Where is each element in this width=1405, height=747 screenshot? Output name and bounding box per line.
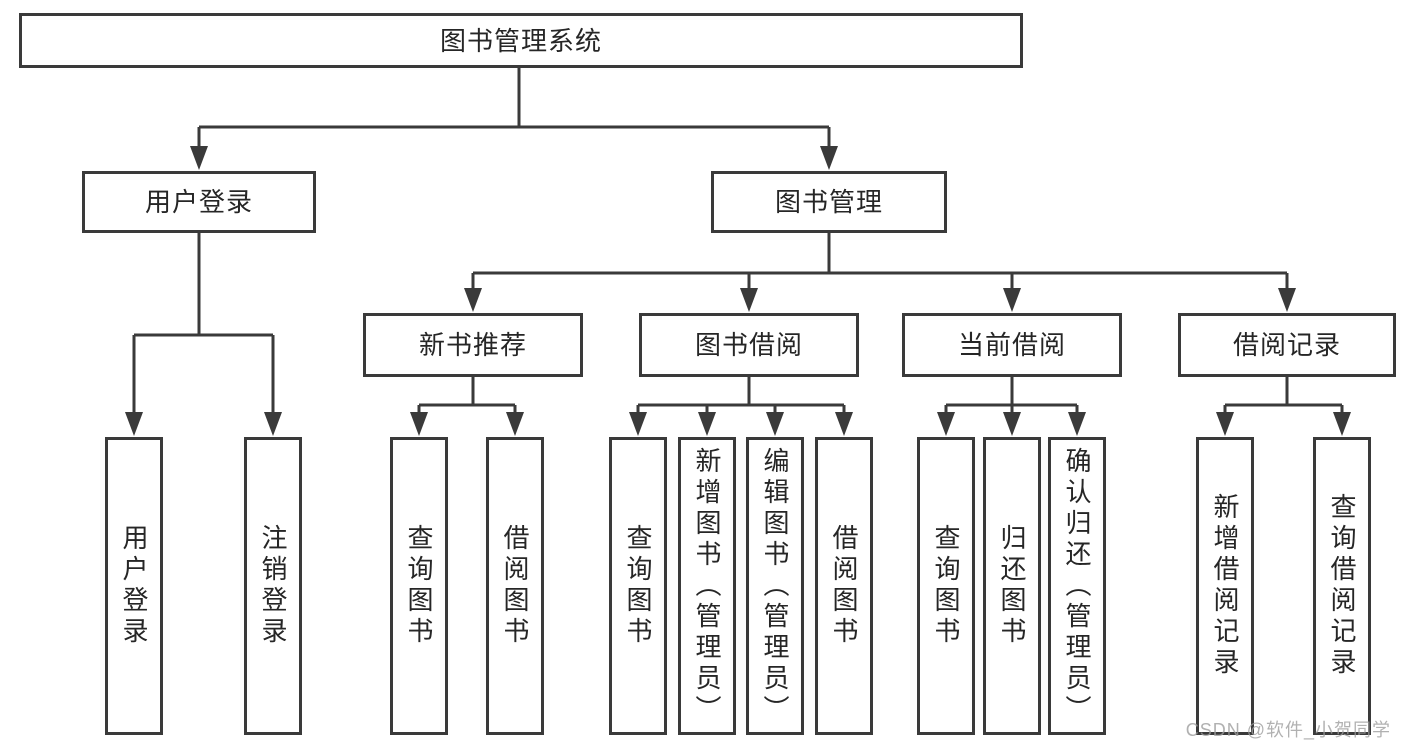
leaf-label: 注销登录 bbox=[258, 524, 288, 648]
node-current-borrow: 当前借阅 bbox=[902, 313, 1122, 377]
leaf-edit-books-admin: 编辑图书（管理员） bbox=[746, 437, 804, 735]
leaf-confirm-return-admin: 确认归还（管理员） bbox=[1048, 437, 1106, 735]
leaf-query-books-recommend: 查询图书 bbox=[390, 437, 448, 735]
leaf-label: 查询图书 bbox=[623, 524, 653, 648]
leaf-add-books-admin: 新增图书（管理员） bbox=[678, 437, 736, 735]
node-label: 图书借阅 bbox=[694, 330, 803, 360]
node-user-login: 用户登录 bbox=[82, 171, 316, 233]
leaf-label: 查询图书 bbox=[931, 524, 961, 648]
leaf-borrow-books: 借阅图书 bbox=[815, 437, 873, 735]
leaf-label: 新增图书（管理员） bbox=[692, 446, 722, 726]
node-label: 图书管理系统 bbox=[439, 25, 602, 56]
edges-new-book-recommend bbox=[410, 377, 524, 436]
leaf-borrow-books-recommend: 借阅图书 bbox=[486, 437, 544, 735]
leaf-return-books: 归还图书 bbox=[983, 437, 1041, 735]
edges-book-borrow bbox=[629, 377, 853, 436]
node-label: 用户登录 bbox=[144, 187, 253, 217]
edges-user-login bbox=[125, 233, 282, 436]
leaf-label: 用户登录 bbox=[119, 524, 149, 648]
node-new-book-recommend: 新书推荐 bbox=[363, 313, 583, 377]
leaf-logout: 注销登录 bbox=[244, 437, 302, 735]
node-label: 借阅记录 bbox=[1232, 330, 1341, 360]
leaf-label: 确认归还（管理员） bbox=[1062, 446, 1092, 726]
node-book-borrow: 图书借阅 bbox=[639, 313, 859, 377]
leaf-label: 借阅图书 bbox=[500, 524, 530, 648]
node-label: 图书管理 bbox=[774, 187, 883, 217]
node-book-management: 图书管理 bbox=[711, 171, 947, 233]
leaf-query-books-current: 查询图书 bbox=[917, 437, 975, 735]
leaf-label: 借阅图书 bbox=[829, 524, 859, 648]
edges-root bbox=[190, 67, 838, 170]
node-borrow-records: 借阅记录 bbox=[1178, 313, 1396, 377]
leaf-user-login: 用户登录 bbox=[105, 437, 163, 735]
leaf-label: 编辑图书（管理员） bbox=[760, 446, 790, 726]
leaf-label: 查询借阅记录 bbox=[1327, 493, 1357, 679]
leaf-label: 查询图书 bbox=[404, 524, 434, 648]
edges-book-management bbox=[464, 233, 1296, 312]
node-library-system: 图书管理系统 bbox=[19, 13, 1023, 68]
leaf-add-borrow-record: 新增借阅记录 bbox=[1196, 437, 1254, 735]
edges-borrow-records bbox=[1216, 377, 1351, 436]
node-label: 当前借阅 bbox=[957, 330, 1066, 360]
edges-current-borrow bbox=[937, 377, 1086, 436]
leaf-query-borrow-record: 查询借阅记录 bbox=[1313, 437, 1371, 735]
node-label: 新书推荐 bbox=[418, 330, 527, 360]
leaf-query-books-borrow: 查询图书 bbox=[609, 437, 667, 735]
leaf-label: 归还图书 bbox=[997, 524, 1027, 648]
leaf-label: 新增借阅记录 bbox=[1210, 493, 1240, 679]
